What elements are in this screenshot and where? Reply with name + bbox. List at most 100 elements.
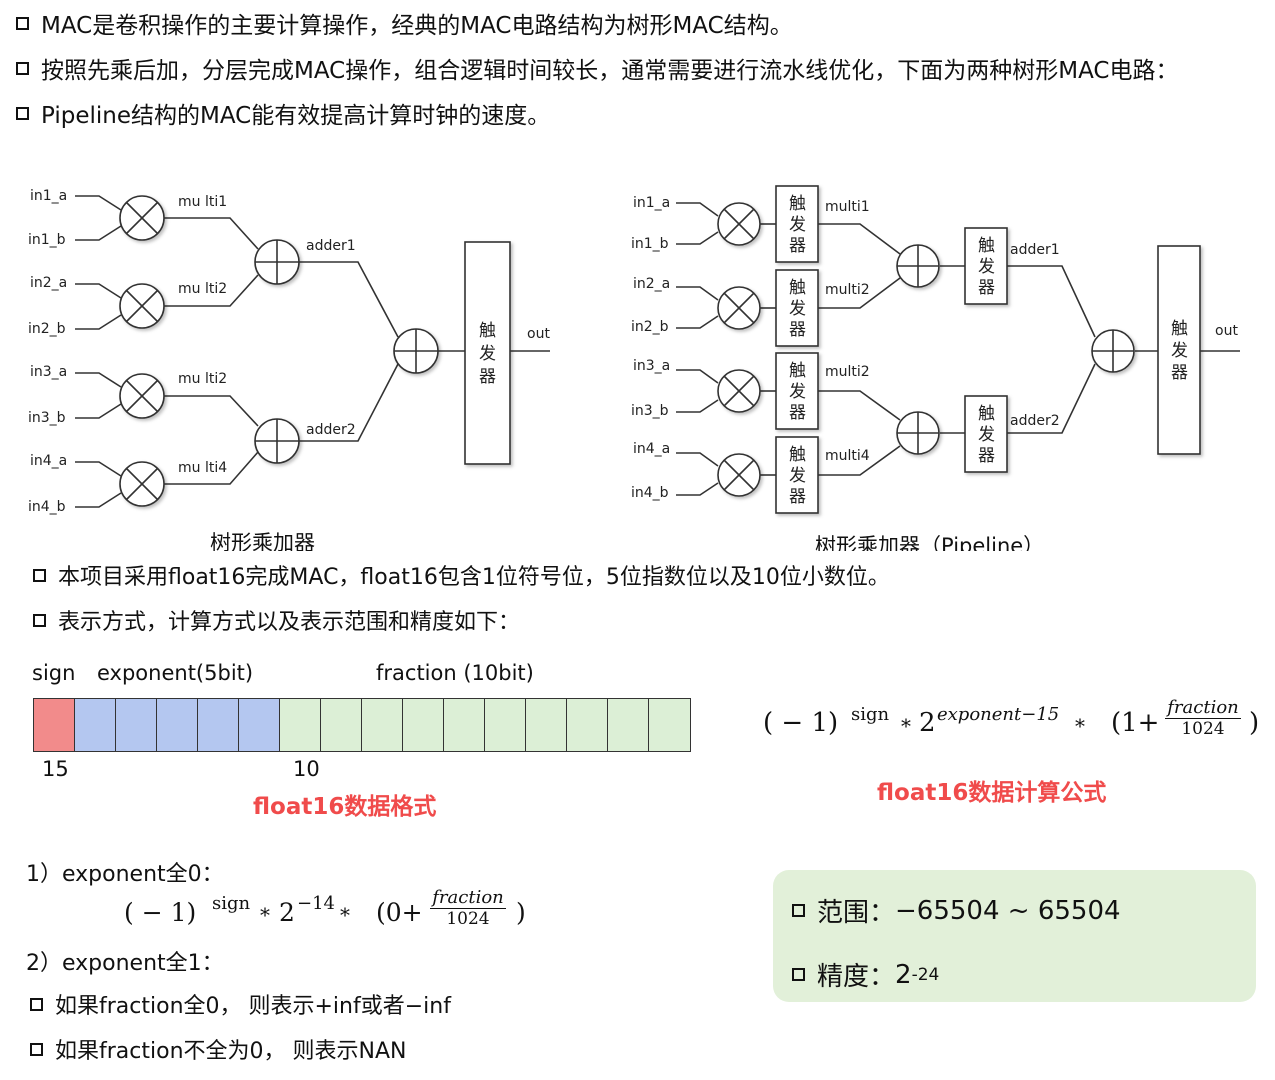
trigger-block	[1157, 245, 1201, 455]
trigger-char: 触	[789, 445, 806, 465]
formula-exponent: −14	[297, 893, 335, 914]
label-multi4: mu lti4	[178, 460, 227, 476]
multiplier-icon	[119, 373, 165, 419]
adder-icon	[254, 239, 300, 285]
bit-index-15: 15	[42, 757, 69, 781]
trigger-char: 器	[789, 403, 806, 423]
bullet-square-icon	[16, 106, 29, 120]
adder-icon	[1091, 329, 1135, 373]
trigger-char: 发	[978, 425, 995, 445]
multiplier-icon	[119, 461, 165, 507]
bullet-square-icon	[33, 568, 46, 582]
label-adder1: adder1	[306, 238, 356, 254]
label-in2a: in2_a	[30, 275, 67, 291]
case1-label: 1）exponent全0：	[26, 862, 224, 887]
float16-bitfield	[33, 698, 691, 752]
formula-numerator: fraction	[1165, 697, 1241, 719]
label-multi3: mu lti2	[178, 371, 227, 387]
exponent-bit-cell	[116, 699, 157, 751]
mac-diagrams: in1_a in1_b in2_a in2_b in3_a in3_b in4_…	[28, 185, 1240, 558]
trigger-char: 触	[978, 404, 995, 424]
project-bullet-2: 表示方式，计算方式以及表示范围和精度如下：	[33, 604, 520, 636]
formula-two: 2	[279, 898, 295, 927]
adder-icon	[254, 418, 300, 464]
left-diagram-wires	[75, 195, 550, 508]
label-in4a: in4_a	[30, 453, 67, 469]
formula-mul: *	[260, 903, 270, 927]
case2-label: 2）exponent全1：	[26, 951, 224, 976]
fraction-bit-cell	[321, 699, 362, 751]
label-in2b: in2_b	[28, 321, 66, 337]
trigger-char: 器	[978, 446, 995, 466]
label-in2b: in2_b	[631, 319, 669, 335]
exponent-bit-cell	[75, 699, 116, 751]
project-text-1: 本项目采用float16完成MAC，float16包含1位符号位，5位指数位以及…	[58, 565, 890, 590]
fraction-bit-cell	[608, 699, 649, 751]
formula-sign-exp: sign	[851, 704, 890, 725]
label-adder1: adder1	[1010, 242, 1060, 258]
adder-icon	[393, 328, 439, 374]
formula-denominator: 1024	[1181, 719, 1225, 739]
formula-sign-exp: sign	[212, 893, 251, 914]
formula-caption: float16数据计算公式	[877, 780, 1107, 806]
formula-denominator: 1024	[446, 909, 490, 929]
fraction-bit-cell	[526, 699, 567, 751]
trigger-char: 器	[789, 236, 806, 256]
trigger-block	[775, 352, 819, 430]
label-out: out	[1215, 323, 1238, 339]
trigger-char: 发	[978, 257, 995, 277]
label-in1a: in1_a	[633, 195, 670, 211]
bit-index-10: 10	[293, 757, 320, 781]
trigger-char: 触	[978, 236, 995, 256]
multiplier-icon	[119, 195, 165, 241]
label-in1b: in1_b	[631, 236, 669, 252]
formula-mul: *	[340, 903, 350, 927]
bullet-square-icon	[30, 997, 43, 1011]
crop-mask	[0, 551, 1275, 563]
range-precision-box	[773, 870, 1256, 1002]
intro-bullet-2: 按照先乘后加，分层完成MAC操作，组合逻辑时间较长，通常需要进行流水线优化，下面…	[16, 51, 1178, 85]
project-text-2: 表示方式，计算方式以及表示范围和精度如下：	[58, 610, 521, 635]
multiplier-icon	[717, 286, 761, 330]
label-in3a: in3_a	[30, 364, 67, 380]
fraction-bit-cell	[567, 699, 608, 751]
formula-open: (0+	[376, 898, 423, 927]
trigger-char: 发	[789, 299, 806, 319]
label-multi2: multi2	[825, 282, 870, 298]
trigger-block	[964, 227, 1008, 305]
trigger-char: 触	[789, 194, 806, 214]
precision-label: 精度：	[817, 962, 896, 992]
right-diagram-wires	[676, 202, 1240, 496]
precision-bullet: 精度： 2-24	[792, 956, 939, 993]
trigger-block	[464, 241, 511, 465]
fraction-label: fraction (10bit)	[376, 661, 534, 685]
adder-icon	[896, 411, 940, 455]
formula-base: ( − 1)	[124, 898, 197, 927]
bullet-square-icon	[30, 1042, 43, 1056]
adder-icon	[896, 244, 940, 288]
label-adder2: adder2	[1010, 413, 1060, 429]
trigger-char: 发	[1171, 341, 1188, 361]
label-adder2: adder2	[306, 422, 356, 438]
label-multi3: multi2	[825, 364, 870, 380]
intro-text-3: Pipeline结构的MAC能有效提高计算时钟的速度。	[41, 103, 551, 129]
precision-exponent: -24	[911, 964, 940, 985]
range-bullet: 范围： −65504 ~ 65504	[792, 892, 1121, 929]
trigger-char: 发	[479, 344, 496, 364]
inf-text: 如果fraction全0， 则表示+inf或者−inf	[55, 994, 451, 1019]
label-in4b: in4_b	[28, 499, 66, 515]
fraction-bit-cell	[362, 699, 403, 751]
format-caption: float16数据格式	[253, 794, 437, 820]
formula-exponent: exponent−15	[937, 704, 1060, 725]
trigger-char: 发	[789, 215, 806, 235]
formula-mul: *	[901, 714, 911, 738]
formula-open: (1+	[1111, 708, 1160, 738]
label-in2a: in2_a	[633, 276, 670, 292]
inf-bullet: 如果fraction全0， 则表示+inf或者−inf	[30, 988, 451, 1020]
bullet-square-icon	[16, 16, 29, 30]
formula-close: )	[1249, 708, 1260, 738]
fraction-bit-cell	[444, 699, 485, 751]
sign-bit-cell	[34, 699, 75, 751]
nan-text: 如果fraction不全为0， 则表示NAN	[55, 1039, 407, 1064]
formula-base: ( − 1)	[763, 708, 839, 738]
